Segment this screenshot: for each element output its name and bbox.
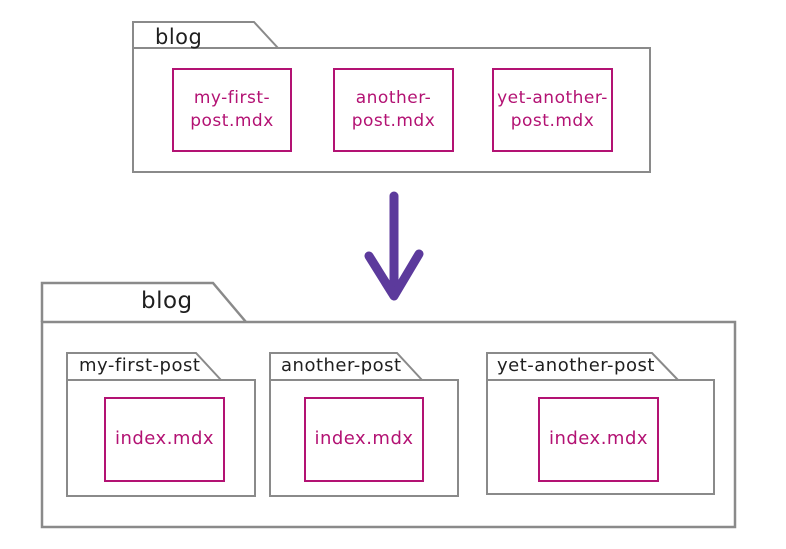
subfolder-my-first-post-body [66,379,256,497]
file-index-mdx-yet-another-post: index.mdx [538,397,659,482]
file-index-mdx-another-post: index.mdx [304,397,424,482]
bottom-blog-folder-label: blog [141,288,193,314]
top-blog-folder-outline [132,21,651,173]
file-label-line: another- [355,88,432,109]
subfolder-another-post-outline [269,352,459,497]
subfolder-my-first-post-outline [66,352,256,497]
file-label-line: post.mdx [190,111,274,131]
subfolder-yet-another-post-tab [486,352,679,381]
top-blog-folder-body [132,47,651,173]
subfolder-another-post-tab [269,352,423,381]
file-another-post-mdx: another- post.mdx [333,68,454,152]
file-label-line: index.mdx [548,428,649,450]
file-yet-another-post-mdx: yet-another- post.mdx [492,68,613,152]
file-label-line: my-first- [193,88,271,109]
subfolder-another-post-label: another-post [281,355,402,376]
top-blog-folder-tab [132,21,279,49]
down-arrow-head [364,249,424,301]
file-label-line: yet-another- [497,88,608,109]
file-label-line: post.mdx [510,111,595,131]
subfolder-yet-another-post-label: yet-another-post [497,355,655,376]
subfolder-my-first-post-tab [66,352,222,381]
down-arrow-icon [364,191,424,301]
file-label-line: post.mdx [351,111,436,131]
subfolder-another-post-body [269,379,459,497]
bottom-blog-folder-body [40,320,737,529]
subfolder-yet-another-post-body [486,379,715,495]
bottom-blog-folder-tab [40,281,247,323]
subfolder-yet-another-post-outline [486,352,715,495]
subfolder-my-first-post-label: my-first-post [79,355,201,376]
file-label-line: index.mdx [314,428,414,450]
file-my-first-post-mdx: my-first- post.mdx [172,68,292,152]
bottom-blog-folder-outline [40,281,737,529]
file-label-line: index.mdx [114,428,215,450]
top-blog-folder-label: blog [155,25,203,49]
file-index-mdx-my-first-post: index.mdx [104,397,225,482]
